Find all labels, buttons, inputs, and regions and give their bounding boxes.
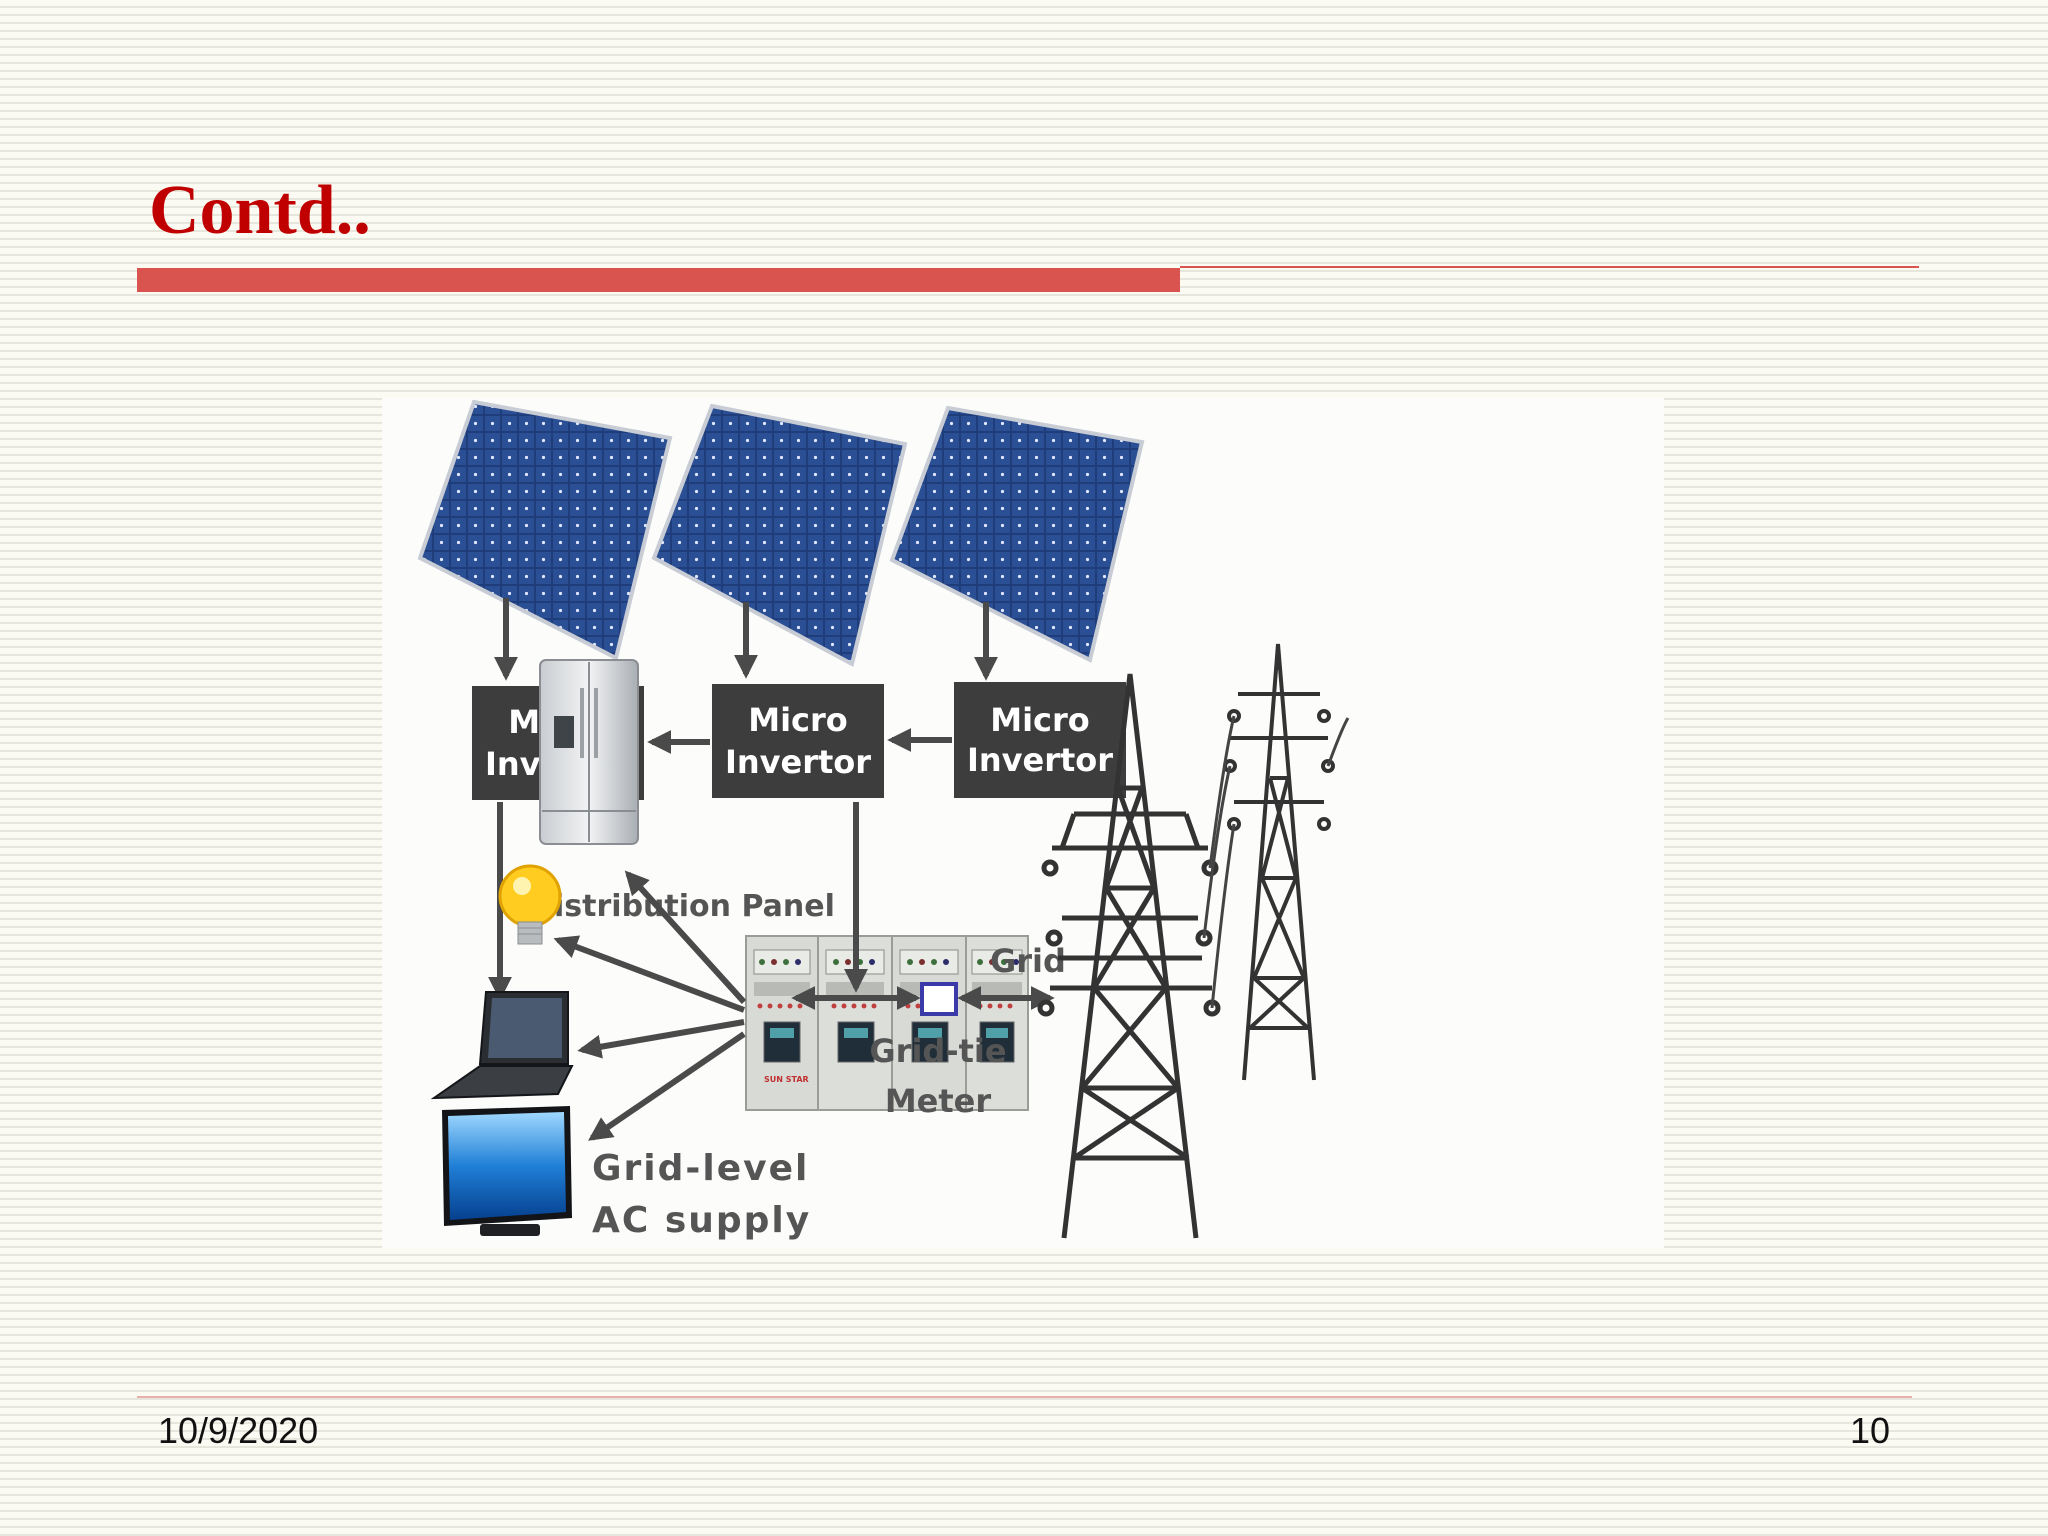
cabinet-section-4 [965,935,1029,1111]
grid-label: Grid [990,942,1066,980]
solar-panel-2 [651,403,908,667]
distribution-panel: Distribution Panel [529,889,835,924]
arrow-panel-fridge [624,870,747,1005]
svg-text:SUN STAR: SUN STAR [764,1075,809,1084]
title-underline-thin [1180,266,1919,268]
micro-inverter-2: Micro Invertor [712,684,884,798]
svg-text:Micro: Micro [990,701,1090,739]
grid-tie-meter: Grid-tie Meter [869,982,1007,1120]
svg-text:Invertor: Invertor [725,743,871,781]
footer-divider [137,1396,1912,1398]
supply-label-line1: Grid-level [592,1148,809,1189]
micro-inverter-3: Micro Invertor [954,682,1126,798]
supply-label-line2: AC supply [592,1200,811,1241]
footer-date: 10/9/2020 [158,1410,319,1451]
footer-page-number: 10 [1849,1410,1890,1451]
light-bulb-icon [498,864,562,945]
svg-text:Invertor: Invertor [967,741,1113,779]
transmission-tower-back [1223,643,1335,1081]
slide-title: Contd.. [149,172,371,249]
arrow-panel-bulb [553,935,746,1013]
cabinet-section-1: SUN STAR [745,935,819,1111]
arrow-panel-laptop [577,1019,745,1059]
solar-panel-1 [417,399,673,661]
power-lines [1202,715,1350,1009]
solar-grid-diagram: Micro Invertor Micro Invertor Micro Inve… [382,398,1664,1248]
solar-panel-3 [889,405,1145,663]
svg-text:Meter: Meter [885,1082,992,1120]
title-underline-thick [137,268,1180,292]
svg-text:Distribution Panel: Distribution Panel [529,889,835,924]
arrow-panel-tv [588,1031,746,1141]
svg-text:Grid-tie: Grid-tie [869,1032,1006,1070]
refrigerator-icon [539,659,639,845]
television-icon [442,1106,572,1236]
laptop-icon [430,991,574,1100]
svg-text:Micro: Micro [748,701,848,739]
transmission-tower-front [1037,673,1221,1239]
